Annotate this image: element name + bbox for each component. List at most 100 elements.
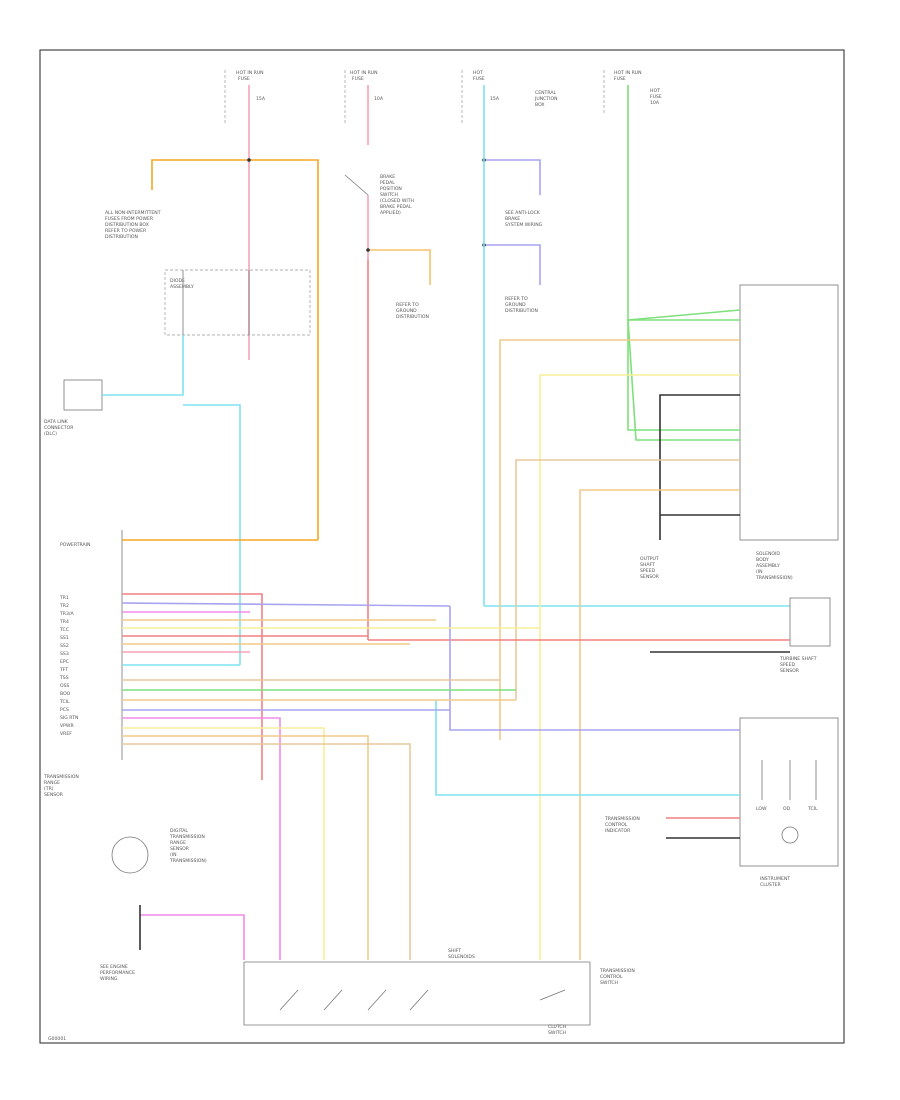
svg-text:SENSOR: SENSOR — [170, 846, 190, 852]
svg-text:ASSEMBLY: ASSEMBLY — [170, 284, 194, 290]
svg-text:SWITCH: SWITCH — [600, 980, 618, 986]
svg-text:DIODE: DIODE — [170, 278, 185, 284]
svg-text:CLUSTER: CLUSTER — [760, 882, 782, 888]
svg-text:SENSOR: SENSOR — [44, 792, 64, 798]
svg-text:DIGITAL: DIGITAL — [170, 828, 188, 834]
svg-text:APPLIED): APPLIED) — [380, 210, 401, 216]
pcm-pin-7: SS2 — [60, 643, 69, 649]
svg-text:WIRING: WIRING — [100, 976, 118, 982]
svg-text:SWITCH: SWITCH — [380, 192, 398, 198]
pcm-pin-12: OSS — [60, 683, 70, 689]
svg-text:TRANSMISSION): TRANSMISSION) — [755, 575, 793, 581]
fuse-group-1-label-3: 15A — [256, 96, 266, 102]
fuse-group-4-label-1: HOT IN RUN — [614, 70, 642, 76]
svg-text:REFER TO POWER: REFER TO POWER — [105, 228, 147, 234]
pcm-pin-4: TR4 — [59, 619, 69, 625]
svg-text:PEDAL: PEDAL — [380, 180, 395, 186]
svg-text:CONTROL: CONTROL — [605, 822, 628, 828]
overdrive-lamp-label: TRANSMISSION CONTROL INDICATOR — [604, 816, 640, 834]
brake-pedal-switch: BRAKE PEDAL POSITION SWITCH (CLOSED WITH… — [344, 174, 414, 216]
pcm-pin-1: TR1 — [59, 595, 69, 601]
pcm-pin-13: BOO — [60, 691, 71, 697]
ground-note-1: REFER TO GROUND DISTRIBUTION — [396, 302, 429, 320]
pcm-pin-2: TR2 — [59, 603, 69, 609]
svg-text:TRANSMISSION: TRANSMISSION — [599, 968, 635, 974]
svg-text:DISTRIBUTION BOX: DISTRIBUTION BOX — [105, 222, 149, 228]
svg-text:TRANSMISSION: TRANSMISSION — [43, 774, 79, 780]
fuse-group-3-label-2: FUSE — [473, 76, 485, 82]
relay-block-note: ALL NON-INTERMITTENT FUSES FROM POWER DI… — [105, 210, 161, 240]
svg-text:DATA LINK: DATA LINK — [44, 419, 69, 425]
svg-text:TRANSMISSION): TRANSMISSION) — [169, 858, 207, 864]
svg-text:BRAKE: BRAKE — [505, 216, 520, 222]
svg-text:(IN: (IN — [756, 569, 763, 575]
pcm-pin-15: PCS — [60, 707, 69, 713]
pcm-pin-17: VPWR — [60, 723, 74, 729]
svg-text:SENSOR: SENSOR — [780, 668, 800, 674]
svg-text:PERFORMANCE: PERFORMANCE — [100, 970, 135, 976]
svg-text:FUSES FROM POWER: FUSES FROM POWER — [105, 216, 154, 222]
fuse-group-2-label-3: 10A — [374, 96, 384, 102]
svg-text:OD: OD — [783, 806, 791, 812]
ground-note-2: REFER TO GROUND DISTRIBUTION — [505, 296, 538, 314]
pcm-pin-14: TCIL — [59, 699, 70, 705]
svg-text:GROUND: GROUND — [505, 302, 526, 308]
svg-text:(CLOSED WITH: (CLOSED WITH — [380, 198, 414, 204]
fuse-group-4-label-2: FUSE — [614, 76, 626, 82]
svg-text:(TR): (TR) — [44, 786, 54, 792]
output-speed-sensor: OUTPUT SHAFT SPEED SENSOR — [640, 556, 660, 580]
fuse-group-3-label-1: HOT — [473, 70, 483, 76]
svg-text:SPEED: SPEED — [640, 568, 655, 574]
svg-text:SOLENOIDS: SOLENOIDS — [448, 954, 475, 960]
svg-text:CONNECTOR: CONNECTOR — [44, 425, 74, 431]
svg-text:REFER TO: REFER TO — [396, 302, 419, 308]
fuse-group-2-label-2: FUSE — [352, 76, 364, 82]
svg-text:SWITCH: SWITCH — [548, 1030, 566, 1036]
svg-text:POSITION: POSITION — [380, 186, 402, 192]
pcm-pin-10: TFT — [59, 667, 68, 673]
pcm-pin-8: SS3 — [60, 651, 69, 657]
pcm-connector: POWERTRAIN TR1 TR2 TR3/A TR4 TCC SS1 SS2… — [59, 530, 123, 760]
svg-text:SENSOR: SENSOR — [640, 574, 660, 580]
svg-text:DISTRIBUTION: DISTRIBUTION — [396, 314, 429, 320]
svg-text:DISTRIBUTION: DISTRIBUTION — [105, 234, 138, 240]
svg-text:CLUTCH: CLUTCH — [548, 1024, 566, 1030]
svg-text:(IN: (IN — [170, 852, 177, 858]
fuse-group-2-label-1: HOT IN RUN — [350, 70, 378, 76]
diode-assembly: DIODE ASSEMBLY — [164, 269, 311, 336]
fuse-group-3: HOT FUSE 15A CENTRAL JUNCTION BOX — [461, 70, 558, 145]
svg-text:SHIFT: SHIFT — [448, 948, 461, 954]
fuse-group-4: HOT IN RUN FUSE HOT FUSE 10A — [603, 70, 662, 320]
svg-text:REFER TO: REFER TO — [505, 296, 528, 302]
svg-text:BODY: BODY — [756, 557, 769, 563]
svg-text:OUTPUT: OUTPUT — [640, 556, 659, 562]
svg-text:DISTRIBUTION: DISTRIBUTION — [505, 308, 538, 314]
svg-text:TURBINE SHAFT: TURBINE SHAFT — [779, 656, 817, 662]
svg-text:INDICATOR: INDICATOR — [605, 828, 631, 834]
cavity-top-2-c: 10A — [650, 100, 660, 106]
svg-text:CONTROL: CONTROL — [600, 974, 623, 980]
fuse-group-2: HOT IN RUN FUSE 10A — [344, 70, 384, 145]
pcm-pin-16: SIG RTN — [60, 715, 78, 721]
diagram-frame — [39, 49, 845, 1044]
fuse-group-1-label-1: HOT IN RUN — [236, 70, 264, 76]
cavity-top-2-b: FUSE — [650, 94, 662, 100]
pcm-pin-5: TCC — [59, 627, 69, 633]
fuse-note-1: CENTRAL — [535, 90, 557, 96]
pcm-pin-18: VREF — [60, 731, 72, 737]
svg-text:ALL NON-INTERMITTENT: ALL NON-INTERMITTENT — [105, 210, 161, 216]
solenoid-body-assembly: SOLENOID BODY ASSEMBLY (IN TRANSMISSION) — [739, 284, 839, 581]
pcm-pin-6: SS1 — [60, 635, 69, 641]
fuse-group-1-label-2: FUSE — [238, 76, 250, 82]
svg-text:RANGE: RANGE — [44, 780, 60, 786]
shift-solenoids-assembly: SHIFT SOLENOIDS CLUTCH SWITCH TRANSMISSI… — [243, 948, 635, 1036]
footer-code: G00001 — [48, 1036, 66, 1042]
svg-text:SPEED: SPEED — [780, 662, 795, 668]
fuse-group-1: HOT IN RUN FUSE 15A — [224, 70, 266, 145]
fuse-group-3-label-3: 15A — [490, 96, 500, 102]
data-link-connector: DATA LINK CONNECTOR (DLC) — [44, 379, 103, 437]
turbine-shaft-speed-sensor: TURBINE SHAFT SPEED SENSOR — [779, 597, 831, 674]
svg-text:ASSEMBLY: ASSEMBLY — [756, 563, 780, 569]
svg-text:SHAFT: SHAFT — [640, 562, 655, 568]
instrument-cluster: LOW OD TCIL INSTRUMENT CLUSTER — [739, 717, 839, 888]
